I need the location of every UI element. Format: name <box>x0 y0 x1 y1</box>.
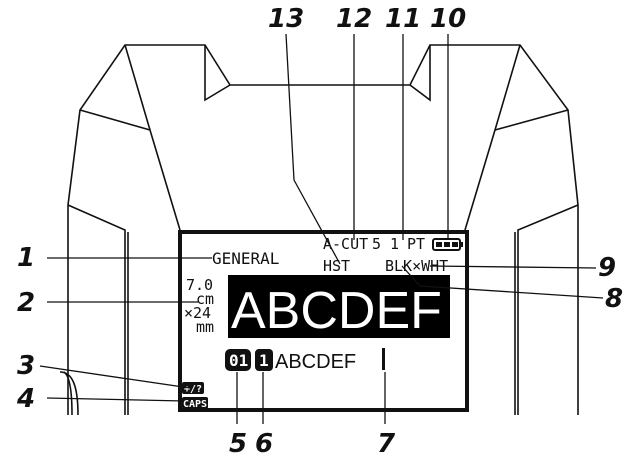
label-preview-text: ABCDEF <box>231 282 442 340</box>
callout-12: 12 <box>336 4 372 34</box>
callout-10: 10 <box>430 4 466 34</box>
label-length-unit: cm <box>196 290 214 308</box>
caps-indicator: CAPS <box>182 397 208 410</box>
caps-indicator-text: CAPS <box>183 399 207 410</box>
tape-color: BLK×WHT <box>385 257 448 275</box>
callout-8: 8 <box>605 284 623 314</box>
label-preview-box <box>228 275 450 338</box>
block-number-badge: 01 <box>225 349 251 371</box>
callout-7: 7 <box>377 429 396 459</box>
leader-8 <box>401 265 604 299</box>
callout-4: 4 <box>16 384 35 414</box>
device-housing <box>59 44 579 416</box>
tape-units: PT <box>407 235 425 253</box>
input-mode-indicator: +/? <box>182 382 204 395</box>
callout-5: 5 <box>229 429 247 459</box>
callout-13: 13 <box>268 4 304 34</box>
label-length-value: 7.0 <box>186 276 213 294</box>
line-number: 1 <box>259 351 269 370</box>
cut-mode: A-CUT <box>323 235 368 253</box>
mode-label: GENERAL <box>212 249 279 268</box>
label-width-unit: mm <box>196 318 214 336</box>
line-number-badge: 1 <box>255 349 273 371</box>
input-indicator-text: +/? <box>184 384 202 395</box>
line-label: HST <box>323 257 350 275</box>
text-cursor <box>382 348 385 370</box>
leader-13 <box>285 33 341 265</box>
leader-lines <box>39 33 604 424</box>
leader-3 <box>39 365 191 389</box>
input-text: ABCDEF <box>275 351 356 373</box>
callout-6: 6 <box>255 429 273 459</box>
callout-3: 3 <box>17 351 35 381</box>
callout-11: 11 <box>385 4 421 34</box>
callout-9: 9 <box>598 253 616 283</box>
leader-9 <box>429 265 597 269</box>
callout-2: 2 <box>17 288 35 318</box>
battery-icon <box>432 238 463 251</box>
block-number: 01 <box>229 351 248 370</box>
label-width-value: ×24 <box>184 304 211 322</box>
tape-width: 5 1 <box>372 235 399 253</box>
callout-1: 1 <box>17 243 35 273</box>
leader-4 <box>46 397 185 402</box>
